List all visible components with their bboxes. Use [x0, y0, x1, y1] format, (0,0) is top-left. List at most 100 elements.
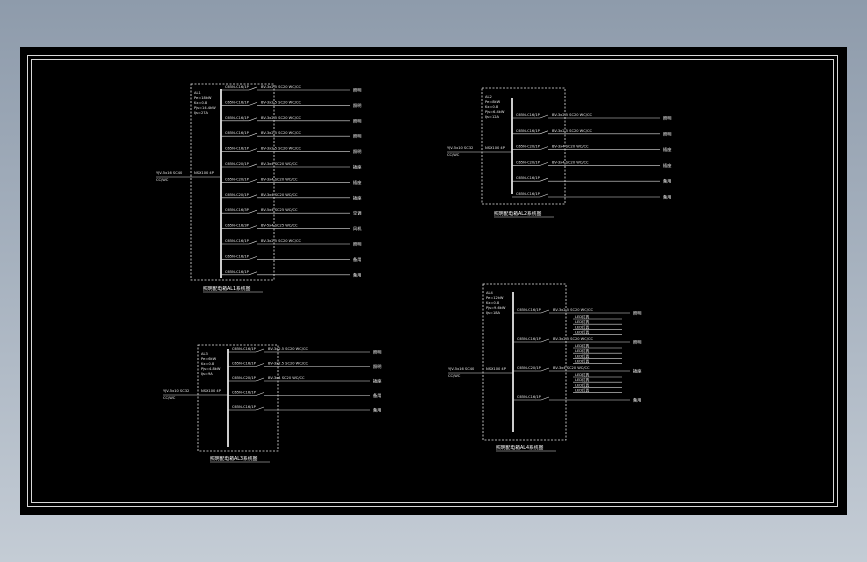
sub-load-label: LED灯具 [575, 343, 590, 348]
circuit-cable-label: BV-3x4 SC20 WC/CC [261, 193, 298, 197]
circuit-device-label: C65N-C16/1P [225, 100, 250, 104]
circuit-load-label: 备用 [663, 178, 671, 185]
main-breaker-label: NSX100 4P [194, 171, 215, 175]
incoming-route-label: CC/WC [448, 374, 461, 378]
circuit-cable-label: BV-5x4 SC25 WC/CC [261, 224, 298, 228]
panel-enclosure [197, 344, 279, 452]
breaker-switch-symbol [248, 132, 258, 137]
sub-load-label: LED灯具 [575, 388, 590, 393]
panel-info-text: Pe=12kW [486, 296, 504, 300]
breaker-switch-symbol [540, 367, 550, 372]
circuit-device-label: C65N-C16/1P [516, 113, 541, 117]
drawing-border-inner [31, 59, 834, 503]
outgoing-circuit: C65N-C20/1P BV-3x4 SC20 WC/CC 插座 [512, 160, 671, 169]
panel-info-text: Pjs=9.6kW [486, 306, 506, 310]
panel-info-text: Ijs=12A [485, 115, 500, 119]
panel-caption: 照明配电箱AL2系统图 [494, 210, 542, 217]
circuit-cable-label: BV-3x4 SC20 WC/CC [261, 162, 298, 166]
circuit-load-label: 照明 [353, 242, 361, 248]
distribution-panel-2: AL2Pe=8kWKx=0.8Pjs=6.4kWIjs=12AYJV-5x10 … [447, 87, 671, 218]
circuit-load-label: 照明 [373, 350, 381, 356]
circuit-load-label: 备用 [373, 392, 381, 399]
circuit-device-label: C65N-C16/1P [232, 362, 257, 366]
breaker-switch-symbol [248, 148, 258, 152]
panel-enclosure [481, 87, 566, 205]
circuit-device-label: C65N-C16/1P [516, 129, 541, 133]
circuit-load-label: 备用 [353, 271, 361, 278]
circuit-device-label: C65N-C16/1P [232, 405, 257, 409]
breaker-switch-symbol [540, 396, 550, 401]
circuit-device-label: C65N-C16/1P [225, 254, 250, 258]
circuit-cable-label: BV-5x4 SC25 WC/CC [261, 208, 298, 212]
circuit-cable-label: BV-3x2.5 SC20 WC/CC [261, 116, 301, 120]
panel-info-text: AL4 [486, 291, 493, 295]
circuit-device-label: C65N-C16/3P [225, 224, 250, 228]
panel-info-text: Kx=0.8 [194, 101, 208, 105]
circuit-load-label: 插座 [353, 194, 361, 201]
panel-info-text: AL2 [485, 95, 492, 99]
panel-info-text: Kx=0.8 [201, 362, 215, 366]
panel-info-text: Ijs=27A [194, 111, 209, 115]
circuit-cable-label: BV-3x2.5 SC20 WC/CC [552, 113, 592, 117]
circuit-load-label: 插座 [353, 179, 361, 186]
breaker-switch-symbol [248, 163, 258, 168]
breaker-switch-symbol [248, 86, 258, 91]
main-breaker-label: NSX100 4P [201, 389, 222, 393]
circuit-device-label: C65N-C16/1P [225, 116, 250, 120]
panel-info-text: Pjs=6.4kW [485, 110, 505, 114]
circuit-device-label: C65N-C20/1P [516, 145, 541, 149]
outgoing-circuit: C65N-C16/1P 备用 [221, 270, 361, 278]
panel-info-text: Kx=0.8 [485, 105, 499, 109]
breaker-switch-symbol [248, 194, 258, 199]
circuit-cable-label: BV-3x2.5 SC20 WC/CC [268, 347, 308, 351]
breaker-switch-symbol [255, 406, 265, 411]
panel-info-text: Kx=0.8 [486, 301, 500, 305]
panel-info-text: Pjs=4.8kW [201, 367, 221, 371]
breaker-switch-symbol [255, 363, 265, 367]
incoming-route-label: CC/WC [156, 178, 169, 182]
circuit-cable-label: BV-3x2.5 SC20 WC/CC [553, 337, 593, 341]
panel-info-text: Ijs=18A [486, 311, 501, 315]
panel-info-text: Pe=18kW [194, 96, 212, 100]
circuit-load-label: 照明 [663, 131, 671, 137]
circuit-device-label: C65N-C16/1P [225, 147, 250, 151]
sub-load-label: LED灯具 [575, 319, 590, 324]
circuit-load-label: 插座 [663, 162, 671, 169]
breaker-switch-symbol [255, 348, 265, 353]
circuit-device-label: C65N-C20/1P [516, 160, 541, 164]
circuit-device-label: C65N-C16/1P [225, 270, 250, 274]
incoming-cable-label: YJV-5x16 SC40 [448, 367, 475, 371]
incoming-cable-label: YJV-5x10 SC32 [447, 146, 473, 150]
circuit-load-label: 照明 [633, 311, 641, 317]
sub-load-label: LED灯具 [575, 353, 590, 358]
circuit-cable-label: BV-3x4 SC20 WC/CC [552, 160, 589, 164]
breaker-switch-symbol [255, 392, 265, 396]
sub-load-label: LED灯具 [575, 359, 590, 364]
breaker-switch-symbol [539, 162, 549, 166]
circuit-load-label: 照明 [633, 340, 641, 346]
circuit-cable-label: BV-3x2.5 SC20 WC/CC [261, 239, 301, 243]
sub-load-label: LED灯具 [575, 382, 590, 387]
circuit-load-label: 照明 [373, 364, 381, 370]
sub-load-label: LED灯具 [575, 314, 590, 319]
panel-info-text: AL1 [194, 91, 201, 95]
panel-enclosure [482, 283, 567, 441]
breaker-switch-symbol [539, 177, 549, 182]
circuit-load-label: 照明 [353, 118, 361, 124]
panel-caption: 照明配电箱AL4系统图 [496, 444, 544, 451]
circuit-device-label: C65N-C16/1P [225, 85, 250, 89]
circuit-load-label: 照明 [663, 116, 671, 122]
circuit-device-label: C65N-C16/3P [225, 208, 250, 212]
circuit-load-label: 照明 [353, 88, 361, 94]
breaker-switch-symbol [539, 193, 549, 198]
